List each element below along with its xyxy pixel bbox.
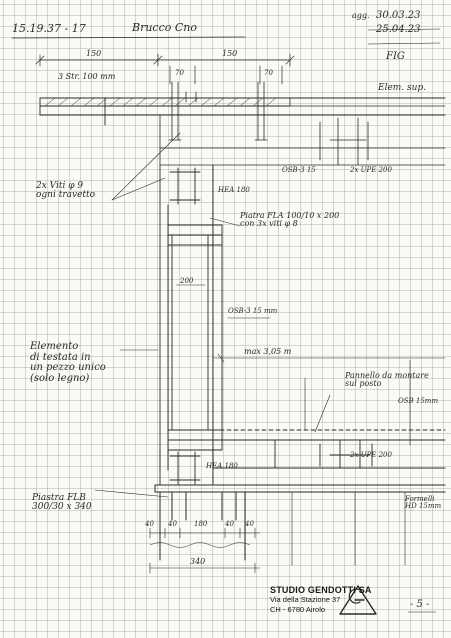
dim-bottom-4: 40 (225, 520, 234, 528)
top-screws (168, 81, 268, 141)
hea-column-bottom (159, 449, 214, 486)
hea-top-label: HEA 180 (218, 186, 250, 194)
stamp-city: CH - 6780 Airolo (270, 605, 326, 614)
bottom-dimension-line (149, 527, 261, 574)
osb-right-label: OSB 15mm (398, 397, 439, 405)
upe-top-label: 2x UPE 200 (350, 166, 392, 174)
screws-note: 2x Viti φ 9 ogni travetto (36, 181, 96, 201)
hea-bottom-label: HEA 180 (206, 462, 238, 470)
studio-logo-icon (339, 585, 377, 615)
floor-note-line-2: HD 15mm (405, 502, 442, 511)
panel-note-line-1: Pannello da montare (345, 371, 429, 380)
studio-stamp: STUDIO GENDOTTI SA Via della Stazione 37… (270, 585, 372, 615)
dim-bottom-2: 40 (168, 520, 177, 528)
top-upe-beam (159, 114, 446, 166)
osb-mid-label: OSB-3 15 mm (228, 307, 278, 315)
date-underline (367, 28, 441, 45)
osb-upper-label: OSB-3 15 (282, 166, 316, 174)
stamp-address: Via della Stazione 37 (270, 595, 341, 604)
element-note-line-1: Elemento (30, 341, 79, 352)
slab-note: 3 Str. 100 mm (58, 72, 116, 81)
stamp-firm: STUDIO GENDOTTI SA (270, 585, 372, 595)
top-floor-slab (39, 97, 446, 126)
bottom-floor (212, 429, 446, 469)
drawing-title: Brucco Cno (132, 21, 197, 34)
plate-leader (209, 217, 241, 227)
leader-lines (94, 132, 331, 498)
plate-note: Piatra FLA 100/10 x 200 con 3x viti φ 8 (240, 211, 340, 229)
panel-note-line-2: sul posto (345, 379, 382, 389)
element-note-line-4: (solo legno) (30, 372, 90, 384)
dim-gap: 70 (175, 69, 184, 77)
plate-note-line-2: con 3x viti φ 8 (240, 219, 298, 229)
base-plate-note-line-1: Piastra FLB (32, 493, 86, 503)
header-underline (11, 36, 246, 39)
base-plate-note: Piastra FLB 300/30 x 340 (32, 493, 92, 513)
dim-bottom-3: 180 (194, 520, 208, 528)
element-note-line-2: di testata in (30, 351, 91, 363)
plate-note-line-1: Piatra FLA 100/10 x 200 (240, 211, 340, 220)
base-plate-note-line-2: 300/30 x 340 (32, 502, 92, 513)
project-number: 15.19.37 - 17 (12, 22, 86, 35)
top-dimension-line (35, 53, 295, 85)
dim-bottom-total: 340 (190, 557, 206, 566)
dim-top-right: 150 (222, 49, 238, 58)
page-number: - 5 - (410, 599, 430, 610)
dim-bottom-5: 40 (245, 520, 254, 528)
dim-panel-width: 200 (180, 277, 194, 285)
span-dimension (212, 317, 446, 446)
floor-note-line-1: Formelli (405, 495, 435, 503)
floor-note: Formelli HD 15mm (405, 495, 442, 511)
base-plate (154, 484, 446, 561)
screws-note-line-1: 2x Viti φ 9 (36, 181, 84, 191)
date-prefix: agg. (352, 11, 370, 20)
element-note-line-3: un pezzo unico (30, 362, 106, 373)
date-1: 30.03.23 (376, 10, 421, 21)
date-2: 25.04.23 (376, 24, 421, 35)
element-note: Elemento di testata in un pezzo unico (s… (30, 341, 106, 384)
screws-note-line-2: ogni travetto (36, 190, 96, 201)
dim-bottom-1: 40 (145, 520, 154, 528)
figure-label: FIG (386, 51, 405, 62)
hea-column-top (159, 164, 214, 206)
panel-note: Pannello da montare sul posto (345, 371, 429, 389)
upe-bottom-label: 2x UPE 200 (350, 451, 392, 459)
dim-top-left: 150 (86, 49, 102, 58)
element-label: Elem. sup. (378, 83, 427, 93)
bottom-verticals (291, 491, 406, 566)
span-label: max 3,05 m (244, 347, 292, 356)
dim-side: 70 (264, 69, 273, 77)
